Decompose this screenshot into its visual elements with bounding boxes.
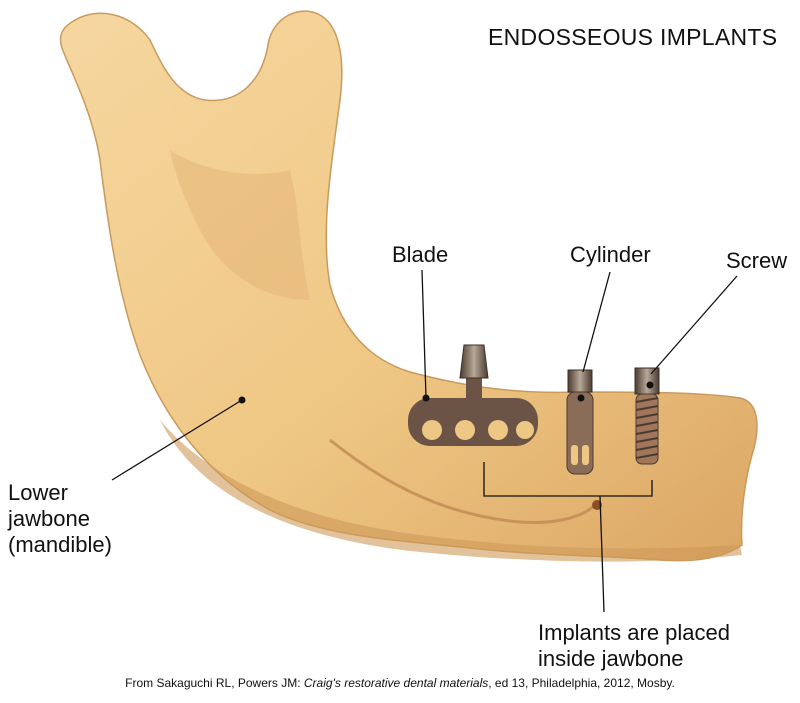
placement-leader [599,495,605,613]
source-credit: From Sakaguchi RL, Powers JM: Craig's re… [0,676,800,690]
credit-book: Craig's restorative dental materials [303,676,489,690]
blade-leader [421,269,427,399]
credit-prefix: From Sakaguchi RL, Powers JM: [125,676,304,690]
jawbone-label-line2: jawbone [8,506,90,531]
mandible-bone [59,10,758,562]
ramus-shadow [170,150,310,300]
placement-label-line1: Implants are placed [538,620,730,645]
cylinder-leader [582,271,611,373]
cylinder-dot [577,394,585,402]
screw-label: Screw [726,248,788,273]
placement-label-line2: inside jawbone [538,646,684,671]
cylinder-implant [566,369,594,475]
jawbone-dot [238,396,246,404]
placement-bracket [483,462,653,497]
jawbone-label-line3: (mandible) [8,532,112,557]
jawbone-leader [111,399,243,481]
screw-dot [646,381,654,389]
screw-leader [650,275,738,375]
nerve-canal [329,438,597,525]
placement-label: Implants are placed inside jawbone [538,620,730,672]
screw-implant [634,367,660,465]
blade-label: Blade [392,242,449,267]
credit-suffix: , ed 13, Philadelphia, 2012, Mosby. [488,676,675,690]
cylinder-label: Cylinder [570,242,651,267]
diagram-title: ENDOSSEOUS IMPLANTS [488,24,778,50]
blade-dot [422,394,430,402]
jawbone-label-line1: Lower [8,480,68,505]
jawbone-label: Lower jawbone (mandible) [8,480,112,558]
blade-implant [408,344,538,446]
jaw-lower-shadow [160,420,742,562]
mental-foramen [592,500,602,510]
